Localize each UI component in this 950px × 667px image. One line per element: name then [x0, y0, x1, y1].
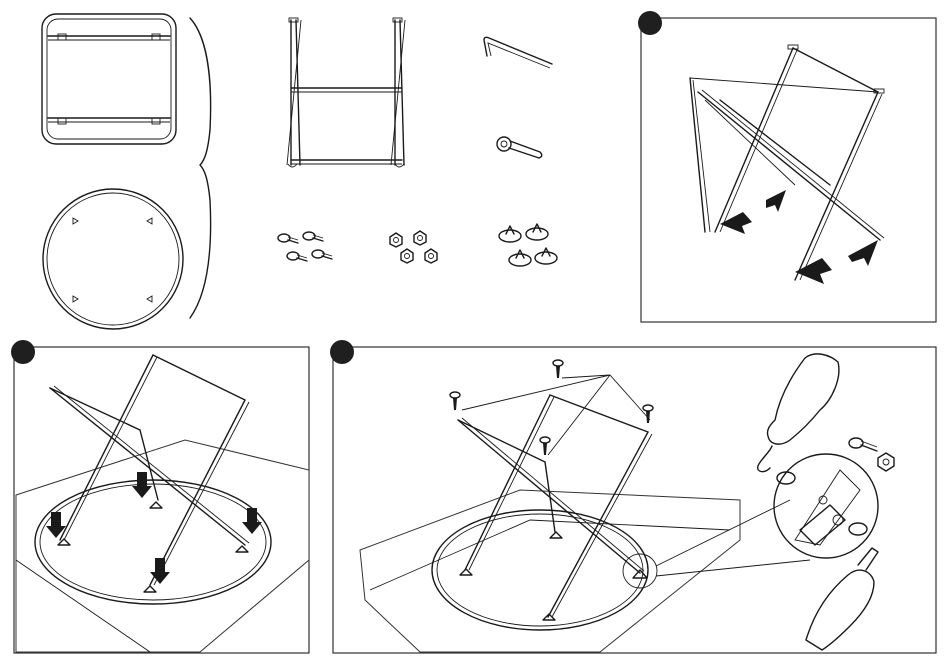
tray-illustration	[42, 14, 176, 144]
step-1-badge	[638, 11, 662, 35]
allen-key-illustration	[484, 37, 552, 68]
feet-illustration	[499, 224, 557, 266]
round-tabletop-illustration	[43, 189, 183, 329]
nuts-illustration	[390, 231, 437, 263]
step-2-badge	[11, 340, 35, 364]
folding-leg-frame-illustration	[287, 18, 405, 167]
step-2-panel	[11, 340, 309, 653]
parts-list	[42, 14, 557, 329]
wrench-illustration	[497, 137, 542, 158]
step-3-badge	[330, 340, 354, 364]
step-1-panel	[638, 11, 936, 322]
bracket-brace	[190, 18, 211, 318]
step-3-panel	[330, 340, 936, 653]
screws-illustration	[278, 232, 332, 261]
